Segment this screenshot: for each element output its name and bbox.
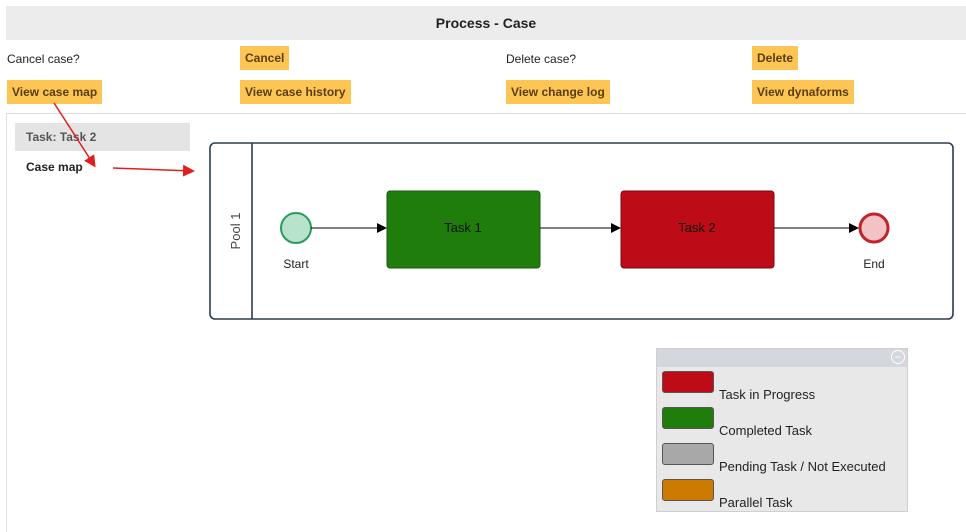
legend-swatch — [662, 443, 714, 465]
task-2-label: Task 2 — [678, 220, 716, 235]
legend-item: Pending Task / Not Executed — [662, 443, 902, 474]
legend-swatch — [662, 479, 714, 501]
legend-titlebar: − — [657, 349, 907, 367]
view-change-log-button[interactable]: View change log — [506, 80, 610, 104]
task-1-label: Task 1 — [444, 220, 482, 235]
legend-label: Completed Task — [719, 423, 812, 438]
delete-case-prompt: Delete case? — [506, 52, 577, 66]
page-title: Process - Case — [6, 6, 966, 40]
legend-label: Parallel Task — [719, 495, 793, 510]
cancel-button[interactable]: Cancel — [240, 46, 290, 70]
task-1-box — [386, 190, 541, 269]
legend-item: Completed Task — [662, 407, 902, 438]
end-event — [858, 212, 890, 244]
delete-button[interactable]: Delete — [752, 46, 799, 70]
end-label: End — [863, 257, 884, 271]
start-event — [280, 212, 312, 244]
view-case-map-button[interactable]: View case map — [7, 80, 103, 104]
legend-swatch — [662, 371, 714, 393]
legend-item: Task in Progress — [662, 371, 902, 402]
view-dynaforms-button[interactable]: View dynaforms — [752, 80, 854, 104]
legend-label: Task in Progress — [719, 387, 816, 402]
sidebar-item-case-map[interactable]: Case map — [26, 160, 83, 174]
cancel-case-prompt: Cancel case? — [7, 52, 80, 66]
legend-label: Pending Task / Not Executed — [719, 459, 886, 474]
divider — [6, 113, 966, 114]
legend-panel: − Task in Progress Completed Task Pendin… — [656, 348, 908, 512]
pool-container — [209, 142, 954, 320]
task-header: Task: Task 2 — [15, 123, 190, 151]
start-label: Start — [283, 257, 309, 271]
view-case-history-button[interactable]: View case history — [240, 80, 351, 104]
task-2-box — [620, 190, 775, 269]
collapse-icon[interactable]: − — [891, 350, 905, 364]
legend-swatch — [662, 407, 714, 429]
pool-label: Pool 1 — [228, 213, 243, 250]
process-diagram: Pool 1 Start Task 1 Task 2 End — [209, 142, 954, 320]
case-panel — [6, 113, 966, 532]
legend-item: Parallel Task — [662, 479, 902, 510]
